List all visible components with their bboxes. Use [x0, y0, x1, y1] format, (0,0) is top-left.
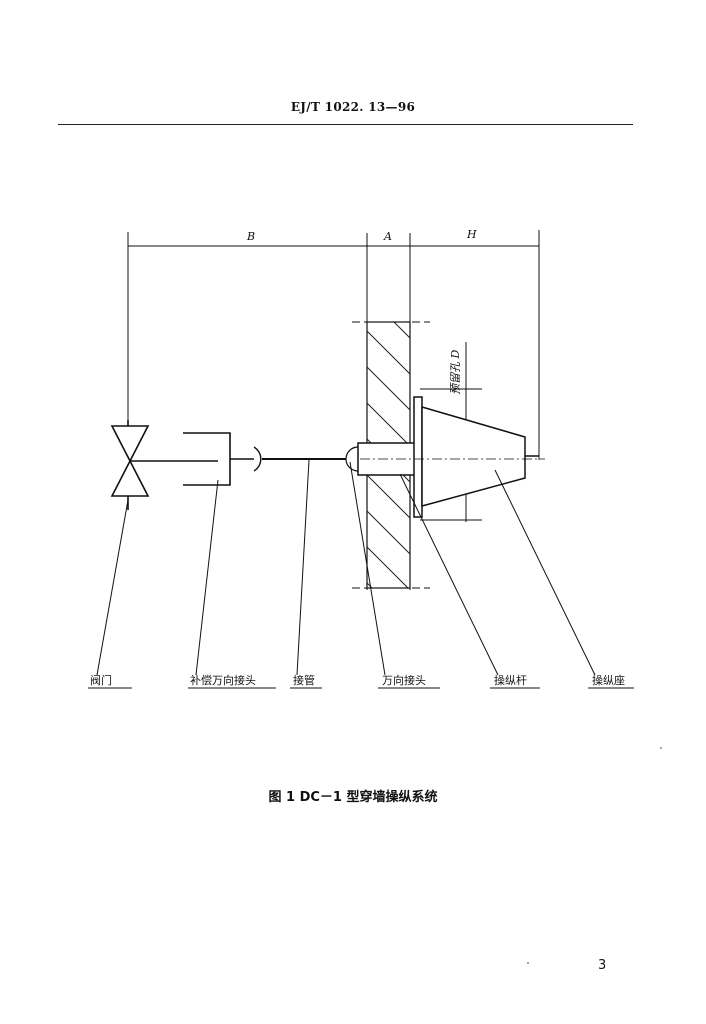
page-number: 3	[598, 958, 607, 973]
figure-caption: 图 1 DC－1 型穿墙操纵系统	[268, 790, 438, 805]
compensating-joint-coupling	[253, 446, 262, 472]
dimension-lines	[127, 230, 540, 460]
valve	[110, 420, 218, 510]
compensating-joint	[183, 432, 254, 486]
operating-base	[421, 406, 526, 507]
callout-connecting-pipe: 接管	[293, 673, 315, 687]
callout-valve: 阀门	[90, 673, 112, 687]
leader-lines	[96, 459, 596, 676]
dimension-a-label: A	[383, 230, 392, 243]
universal-joint	[345, 446, 359, 472]
header-rule	[58, 124, 633, 125]
callout-operating-rod: 操纵杆	[494, 673, 527, 687]
reserved-hole-label: 预留孔 D	[449, 350, 462, 395]
callout-compensating-joint: 补偿万向接头	[190, 673, 256, 687]
callout-operating-base: 操纵座	[592, 673, 625, 687]
page-header-standard-number: EJ/T 1022. 13—96	[290, 100, 416, 114]
callout-universal-joint: 万向接头	[382, 673, 426, 687]
dimension-h-label: H	[466, 228, 477, 241]
scan-speck	[660, 747, 662, 749]
scan-speck	[527, 962, 529, 964]
dimension-b-label: B	[246, 230, 255, 243]
